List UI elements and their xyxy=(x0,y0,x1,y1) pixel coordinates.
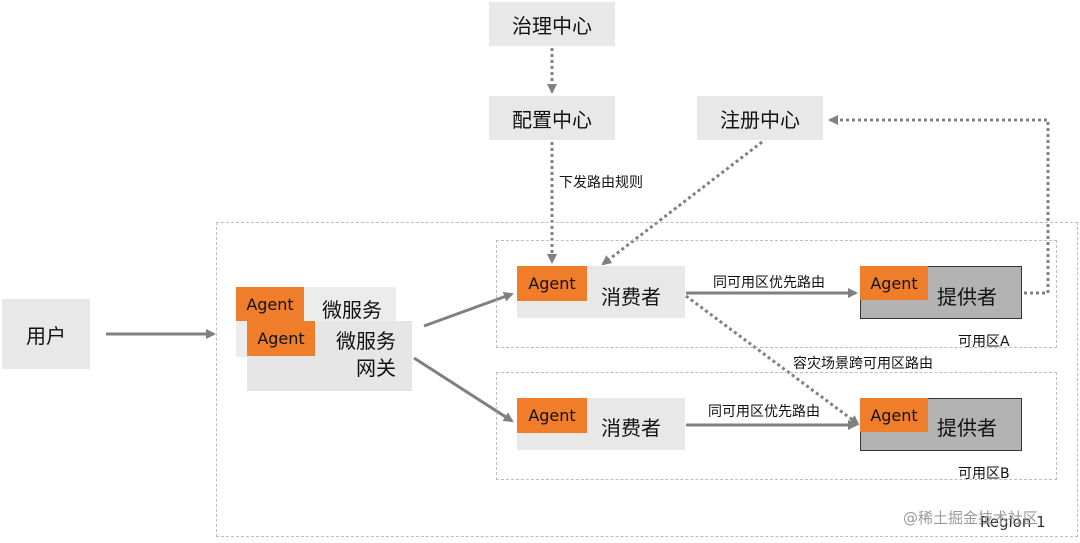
microservice-label: 微服务 xyxy=(322,298,382,322)
registry-center-label: 注册中心 xyxy=(720,107,800,132)
consumer-b-agent-badge: Agent xyxy=(517,398,587,433)
config-center-label: 配置中心 xyxy=(512,107,592,132)
consumer-b-label: 消费者 xyxy=(601,416,661,440)
same-zone-priority-label-a: 同可用区优先路由 xyxy=(713,275,825,291)
provider-a-label: 提供者 xyxy=(937,285,997,309)
zone-a-box xyxy=(496,240,1057,348)
microservice-gateway-label: 微服务 网关 xyxy=(336,329,396,380)
edge-gateway-to-consumer-a xyxy=(423,292,514,328)
gateway-agent-badge: Agent xyxy=(247,321,315,356)
microservice-agent-badge: Agent xyxy=(236,287,304,321)
edge-provider-a-to-registry xyxy=(828,115,1050,295)
same-zone-priority-label-b: 同可用区优先路由 xyxy=(708,404,820,420)
watermark-text: @稀土掘金技术社区 xyxy=(903,509,1039,527)
provider-b-label: 提供者 xyxy=(937,416,997,440)
region-label: Region 1 xyxy=(980,513,1046,531)
user-node: 用户 xyxy=(2,299,90,369)
config-center: 配置中心 xyxy=(489,96,615,140)
region-1-box xyxy=(216,222,1078,537)
consumer-a-agent-badge: Agent xyxy=(517,266,587,301)
consumer-a-label: 消费者 xyxy=(601,285,661,309)
provider-a-agent-badge: Agent xyxy=(860,266,928,300)
zone-b-label: 可用区B xyxy=(958,466,1010,482)
provider-b-agent-badge: Agent xyxy=(860,398,928,432)
edge-gateway-to-consumer-b xyxy=(413,356,514,423)
issue-routing-rules-label: 下发路由规则 xyxy=(559,175,643,191)
governance-center-label: 治理中心 xyxy=(512,13,592,38)
user-label: 用户 xyxy=(26,323,66,348)
governance-center: 治理中心 xyxy=(489,2,615,46)
disaster-cross-zone-label: 容灾场景跨可用区路由 xyxy=(793,356,933,372)
zone-a-label: 可用区A xyxy=(958,334,1010,350)
zone-b-box xyxy=(496,372,1057,480)
registry-center: 注册中心 xyxy=(697,96,823,140)
